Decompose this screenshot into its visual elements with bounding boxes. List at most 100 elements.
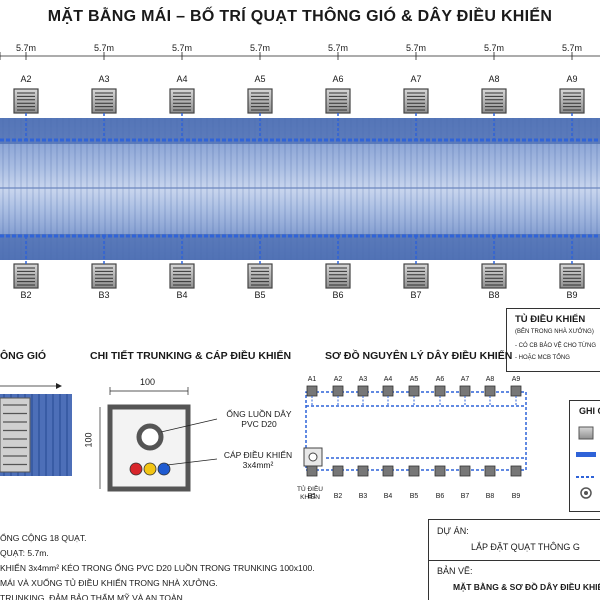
schematic-label-top: A2 (333, 376, 343, 383)
drawing-title: MẶT BẰNG MÁI – BỐ TRÍ QUẠT THÔNG GIÓ & D… (47, 8, 553, 25)
legend-box: GHI C (569, 400, 600, 512)
conduit-label: ỐNG LUỒN DÂY PVC D20 (226, 409, 292, 429)
schematic-label-bottom: B1 (307, 493, 317, 500)
schematic-label-top: A3 (358, 376, 368, 383)
pvc-conduit (136, 423, 164, 451)
spacing-label: 5.7m (15, 43, 36, 53)
note-line: TRUNKING, ĐẢM BẢO THẨM MỸ VÀ AN TOÀN. (0, 593, 186, 600)
control-cabinet-note: TỦ ĐIỀU KHIỂN (BÊN TRONG NHÀ XƯỞNG) - CÓ… (506, 308, 600, 372)
schematic-fan-bottom (306, 465, 318, 477)
control-cable-core (129, 462, 143, 476)
spacing-label: 5.7m (561, 43, 582, 53)
trunking-detail-title: CHI TIẾT TRUNKING & CÁP ĐIỀU KHIỂN (90, 350, 292, 362)
fan-bottom-B3 (91, 263, 117, 289)
schematic-label-top: A6 (435, 376, 445, 383)
fan-label-bottom: B9 (566, 290, 578, 300)
spacing-label: 5.7m (327, 43, 348, 53)
fan-label-bottom: B5 (254, 290, 266, 300)
fan-label-top: A4 (176, 74, 188, 84)
schematic-fan-bottom (434, 465, 446, 477)
schematic-fan-bottom (357, 465, 369, 477)
schematic-label-bottom: B9 (511, 493, 521, 500)
drawing-value: MẶT BẰNG & SƠ ĐỒ DÂY ĐIỀU KHIỂN (453, 582, 600, 592)
drawing-label: BẢN VẼ: (437, 566, 473, 576)
fan-bottom-B9 (559, 263, 585, 289)
fan-label-bottom: B3 (98, 290, 110, 300)
schematic-label-top: A1 (307, 376, 317, 383)
spacing-label: 5.7m (405, 43, 426, 53)
schematic-label-bottom: B3 (358, 493, 368, 500)
fan-bottom-B2 (13, 263, 39, 289)
schematic-fan-top (510, 385, 522, 397)
schematic-fan-top (434, 385, 446, 397)
fan-label-top: A5 (254, 74, 266, 84)
schematic-fan-top (459, 385, 471, 397)
fan-bottom-B4 (169, 263, 195, 289)
fan-label-top: A7 (410, 74, 422, 84)
schematic-label-bottom: B2 (333, 493, 343, 500)
spacing-label: 5.7m (171, 43, 192, 53)
note-line: MÁI VÀ XUỐNG TỦ ĐIỀU KHIỂN TRONG NHÀ XƯỞ… (0, 578, 218, 588)
fan-label-top: A3 (98, 74, 110, 84)
legend-title: GHI C (579, 406, 600, 416)
fan-label-top: A9 (566, 74, 578, 84)
spacing-label: 5.7m (249, 43, 270, 53)
control-cable-core (157, 462, 171, 476)
fan-top-A6 (325, 88, 351, 114)
schematic-fan-bottom (484, 465, 496, 477)
legend-fan-icon (578, 426, 594, 440)
fan-label-top: A6 (332, 74, 344, 84)
spacing-label: 5.7m (483, 43, 504, 53)
schematic-label-top: A8 (485, 376, 495, 383)
fan-bottom-B6 (325, 263, 351, 289)
fan-top-A5 (247, 88, 273, 114)
control-cable-core (143, 462, 157, 476)
schematic-title: SƠ ĐỒ NGUYÊN LÝ DÂY ĐIỀU KHIỂN (325, 350, 513, 362)
note-line: KHIỂN 3x4mm² KÉO TRONG ỐNG PVC D20 LUỒN … (0, 563, 315, 573)
cable-label: CÁP ĐIỀU KHIỂN 3x4mm² (223, 450, 293, 470)
title-block: DỰ ÁN: LẮP ĐẶT QUẠT THÔNG G BẢN VẼ: MẶT … (428, 519, 600, 600)
schematic-fan-bottom (510, 465, 522, 477)
note-line: QUẠT: 5.7m. (0, 548, 49, 558)
project-value: LẮP ĐẶT QUẠT THÔNG G (471, 542, 580, 552)
fan-top-A2 (13, 88, 39, 114)
control-cabinet-title: TỦ ĐIỀU KHIỂN (515, 314, 586, 325)
fan-label-bottom: B8 (488, 290, 500, 300)
fan-label-bottom: B4 (176, 290, 188, 300)
fan-label-top: A2 (20, 74, 32, 84)
trunking-width-dim: 100 (140, 377, 156, 387)
control-cabinet-line-1: - CÓ CB BẢO VỆ CHO TỪNG (515, 343, 597, 349)
control-cabinet-line-2: - HOẶC MCB TỔNG (515, 355, 570, 361)
schematic-fan-bottom (408, 465, 420, 477)
schematic-fan-top (408, 385, 420, 397)
fan-top-A7 (403, 88, 429, 114)
schematic-fan-top (357, 385, 369, 397)
fan-label-top: A8 (488, 74, 500, 84)
spacing-label: 5.7m (93, 43, 114, 53)
cabinet-label: TỦ ĐIỀU KHIỂN (297, 486, 323, 501)
schematic-label-top: A9 (511, 376, 521, 383)
schematic-fan-top (332, 385, 344, 397)
note-line: ỔNG CỘNG 18 QUẠT. (0, 533, 87, 543)
fan-bottom-B8 (481, 263, 507, 289)
schematic-fan-top (382, 385, 394, 397)
legend-trunking-icon (576, 452, 596, 457)
schematic-label-top: A4 (383, 376, 393, 383)
fan-label-bottom: B7 (410, 290, 422, 300)
fan-top-A3 (91, 88, 117, 114)
fan-detail-drawing (0, 383, 72, 476)
schematic-label-top: A7 (460, 376, 470, 383)
schematic-label-bottom: B4 (383, 493, 393, 500)
roof-plan (0, 52, 600, 289)
schematic-label-bottom: B7 (460, 493, 470, 500)
schematic-fan-bottom (459, 465, 471, 477)
schematic-fan-top (484, 385, 496, 397)
fan-detail-title: ÔNG GIÓ (0, 350, 47, 362)
schematic-label-top: A5 (409, 376, 419, 383)
project-label: DỰ ÁN: (437, 526, 469, 536)
trunking-section (99, 387, 218, 492)
fan-label-bottom: B6 (332, 290, 344, 300)
schematic-label-bottom: B6 (435, 493, 445, 500)
schematic-fan-top (306, 385, 318, 397)
schematic-label-bottom: B5 (409, 493, 419, 500)
